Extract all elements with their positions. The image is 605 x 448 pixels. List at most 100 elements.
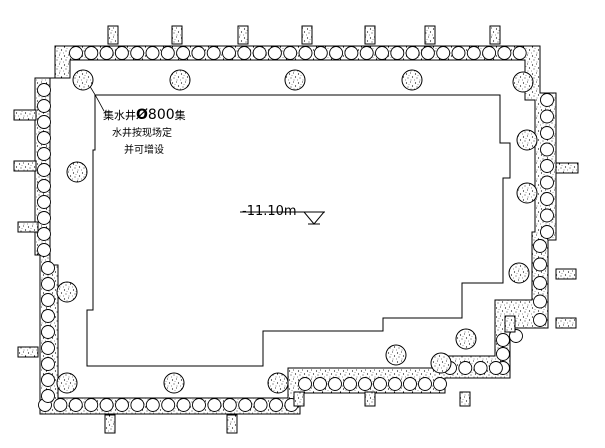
circle-pile-icon: [37, 83, 51, 97]
circle-pile-icon: [41, 357, 55, 371]
circle-pile-icon: [540, 175, 554, 190]
circle-pile-icon: [41, 341, 55, 355]
circle-pile-icon: [451, 46, 466, 60]
circle-pile-icon: [207, 398, 222, 412]
circle-pile-icon: [192, 398, 206, 412]
circle-pile-icon: [41, 373, 55, 387]
stippled-well-icon: [516, 129, 538, 151]
circle-pile-icon: [375, 46, 389, 60]
circle-pile-icon: [540, 126, 554, 140]
circle-pile-icon: [145, 46, 160, 60]
circle-pile-icon: [344, 46, 359, 60]
column-box-icon: [293, 391, 305, 407]
stippled-well-icon: [401, 69, 423, 91]
circle-pile-icon: [176, 46, 191, 60]
column-box-icon: [226, 414, 238, 434]
stippled-well-icon: [66, 161, 88, 183]
circle-pile-icon: [533, 294, 547, 309]
pile-group: [37, 46, 554, 412]
elevation-triangle-icon: [302, 211, 326, 225]
circle-pile-icon: [37, 195, 51, 209]
stippled-well-icon: [430, 352, 452, 374]
circle-pile-icon: [329, 46, 344, 60]
circle-pile-icon: [176, 398, 191, 412]
circle-pile-icon: [512, 46, 527, 60]
column-box-icon: [364, 25, 376, 45]
column-box-icon: [555, 268, 577, 280]
circle-pile-icon: [488, 361, 503, 375]
circle-pile-icon: [41, 309, 55, 323]
circle-pile-icon: [222, 398, 237, 412]
annotation-line-1: 集水井Ø800集: [103, 107, 186, 123]
circle-pile-icon: [358, 377, 372, 391]
circle-pile-icon: [533, 276, 547, 290]
stippled-well-icon: [284, 69, 306, 91]
circle-pile-icon: [458, 361, 473, 375]
circle-pile-icon: [283, 46, 298, 60]
column-box-icon: [237, 25, 249, 45]
circle-pile-icon: [533, 313, 547, 327]
circle-pile-icon: [37, 211, 51, 225]
circle-pile-icon: [418, 377, 432, 391]
circle-pile-icon: [436, 46, 451, 60]
circle-pile-icon: [388, 377, 402, 391]
circle-pile-icon: [252, 46, 267, 60]
circle-pile-icon: [69, 46, 83, 60]
circle-pile-icon: [41, 277, 55, 291]
stippled-well-icon: [163, 372, 185, 394]
column-box-icon: [17, 221, 39, 233]
circle-pile-icon: [433, 377, 447, 391]
circle-pile-icon: [253, 398, 268, 412]
circle-pile-icon: [237, 46, 252, 60]
stippled-well-icon: [508, 262, 530, 284]
circle-pile-icon: [298, 46, 313, 60]
circle-pile-icon: [390, 46, 405, 60]
circle-pile-icon: [540, 142, 554, 157]
circle-pile-icon: [37, 163, 51, 177]
annotation-line-2: 水井按现场定: [112, 126, 172, 139]
column-box-icon: [555, 317, 577, 329]
circle-pile-icon: [466, 46, 481, 60]
circle-pile-icon: [41, 261, 55, 275]
stippled-well-icon: [56, 281, 78, 303]
column-box-icon: [364, 391, 376, 407]
column-box-icon: [171, 25, 183, 45]
dewatering-well-group: [56, 69, 538, 394]
circle-pile-icon: [267, 46, 282, 60]
circle-pile-icon: [359, 46, 374, 60]
circle-pile-icon: [496, 333, 510, 347]
circle-pile-icon: [130, 46, 145, 60]
column-box-icon: [489, 25, 501, 45]
circle-pile-icon: [343, 377, 357, 391]
circle-pile-icon: [53, 398, 68, 412]
circle-pile-icon: [222, 46, 236, 60]
circle-pile-icon: [269, 398, 283, 412]
circle-pile-icon: [160, 46, 175, 60]
circle-pile-icon: [41, 389, 55, 403]
circle-pile-icon: [482, 46, 497, 60]
circle-pile-icon: [509, 329, 523, 343]
circle-pile-icon: [37, 243, 51, 257]
circle-pile-icon: [540, 192, 554, 206]
column-box-icon: [107, 25, 119, 45]
circle-pile-icon: [191, 46, 206, 60]
stippled-well-icon: [72, 69, 94, 91]
column-group: [13, 25, 579, 434]
circle-pile-icon: [497, 46, 512, 60]
basement-outline: [86, 94, 511, 367]
column-box-icon: [17, 346, 39, 358]
circle-pile-icon: [37, 99, 51, 113]
circle-pile-icon: [206, 46, 221, 60]
circle-pile-icon: [37, 115, 51, 129]
circle-pile-icon: [313, 377, 327, 391]
retaining-wall-band: [34, 45, 557, 415]
column-box-icon: [104, 414, 116, 434]
stippled-well-icon: [455, 328, 477, 350]
column-box-icon: [459, 391, 471, 407]
circle-pile-icon: [238, 398, 253, 412]
annotation-line-3: 并可增设: [124, 143, 164, 156]
circle-pile-icon: [37, 131, 51, 145]
circle-pile-icon: [84, 398, 99, 412]
circle-pile-icon: [130, 398, 145, 412]
